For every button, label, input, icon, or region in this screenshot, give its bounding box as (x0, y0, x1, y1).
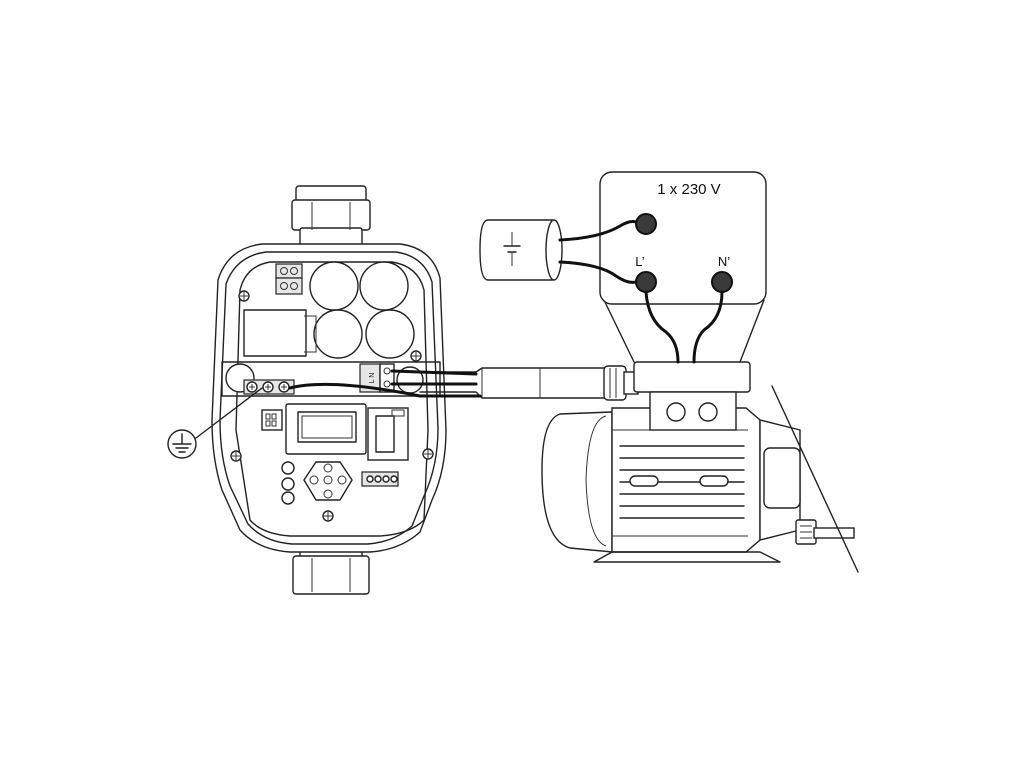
terminal-n (711, 271, 733, 293)
terminal-l-label: L’ (635, 254, 645, 269)
terminal-l (635, 271, 657, 293)
led-indicators (281, 461, 295, 505)
terminal-zoom-callout: 1 x 230 V L’ N’ (479, 171, 767, 364)
earth-terminal-block (243, 379, 295, 395)
terminal-zoom-box (599, 171, 767, 305)
pump-motor (541, 361, 859, 573)
capacitor-cluster (309, 261, 415, 359)
keypad (303, 461, 353, 501)
pump-controller: L N (167, 185, 447, 595)
motor-fan-cover (541, 411, 613, 553)
top-terminal-strip (275, 263, 303, 295)
pump-head (759, 419, 855, 545)
relay-connector (367, 407, 409, 461)
capacitor-icon (479, 219, 563, 281)
ground-symbol-icon (167, 429, 197, 459)
housing-screws (230, 290, 434, 522)
inner-panel (235, 261, 429, 537)
terminal-n-label: N’ (718, 254, 730, 269)
display-module (285, 403, 367, 455)
top-pipe-fitting (291, 185, 371, 249)
supply-voltage-label: 1 x 230 V (657, 181, 720, 198)
ln-terminal-label: L N (369, 373, 376, 384)
dip-switch-module (261, 409, 283, 431)
terminal-aux (635, 213, 657, 235)
signal-connector (361, 471, 399, 487)
motor-terminal-box (633, 361, 751, 431)
cooling-fins (619, 445, 745, 519)
